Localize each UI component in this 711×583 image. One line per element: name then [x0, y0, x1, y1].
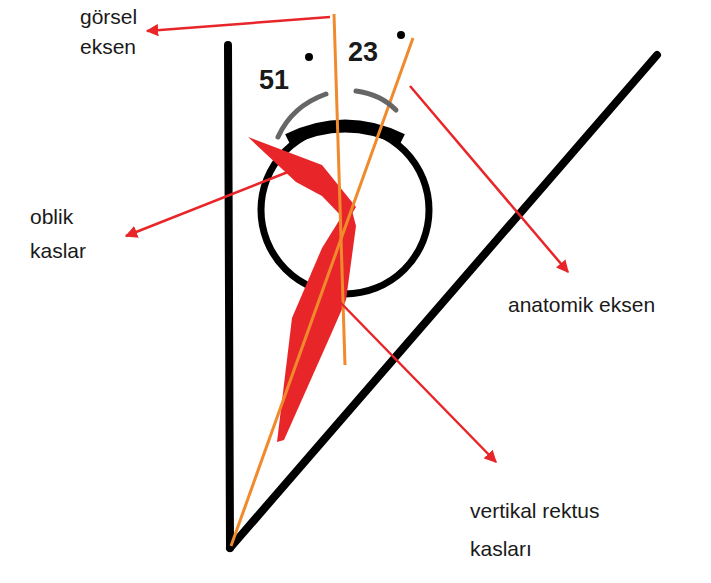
lateral-wall	[230, 55, 657, 548]
degree-dot	[397, 31, 405, 39]
medial-wall	[228, 45, 230, 548]
cornea-arc	[288, 126, 402, 140]
leader-arrow	[147, 17, 330, 31]
leader-arrow	[338, 300, 496, 462]
leader-arrow	[410, 86, 568, 272]
axis-label: anatomik eksen	[508, 290, 655, 320]
leader-arrow	[126, 170, 293, 236]
angle-value: 23	[348, 36, 378, 68]
angle-arc	[356, 91, 396, 110]
angle-value: 51	[259, 64, 289, 96]
visual-axis	[334, 14, 345, 365]
muscle-label: oblik kaslar	[30, 200, 110, 268]
angle-arc	[278, 94, 326, 137]
axis-label: görsel eksen	[80, 2, 160, 62]
muscle-label: vertikal rektus kasları	[470, 492, 640, 568]
anatomic-axis	[231, 38, 413, 546]
degree-dot	[305, 53, 313, 61]
